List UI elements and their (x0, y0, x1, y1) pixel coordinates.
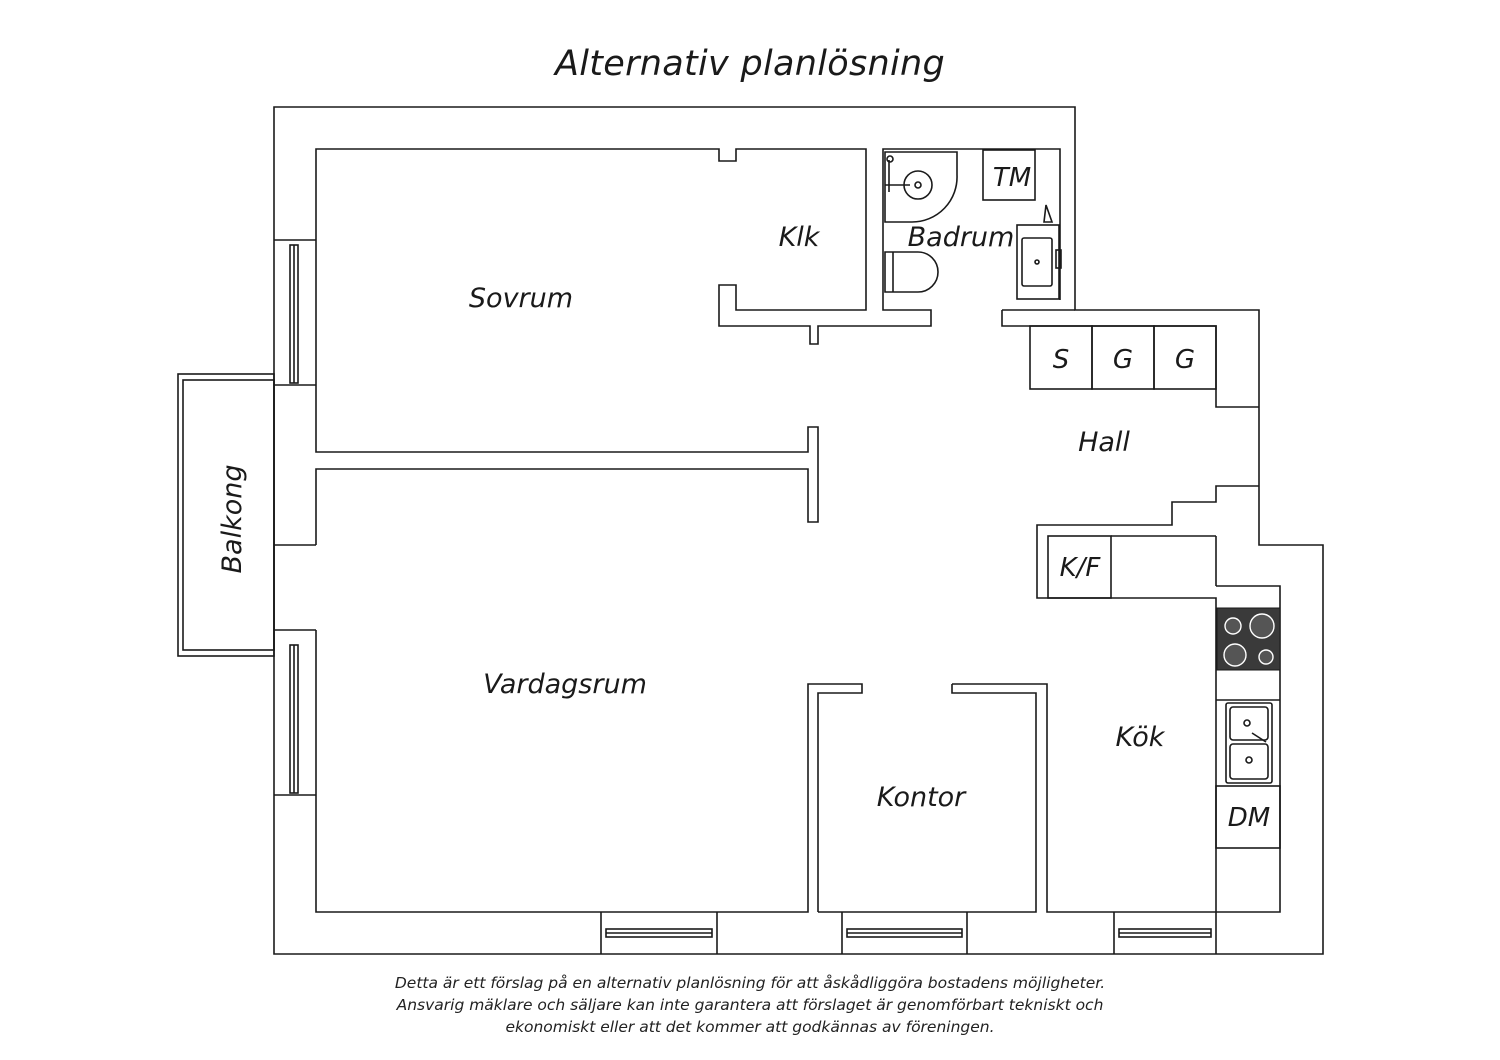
stove (1216, 607, 1281, 671)
kitchen-counter (1216, 585, 1281, 913)
disclaimer: Detta är ett förslag på en alternativ pl… (0, 972, 1500, 1038)
label-kf: K/F (1060, 553, 1102, 583)
label-s: S (1053, 345, 1070, 375)
disclaimer-line: Ansvarig mäklare och säljare kan inte ga… (396, 996, 1104, 1014)
dishwasher (1215, 785, 1281, 849)
balcony-inner (182, 379, 275, 651)
outer-wall (273, 106, 1324, 955)
label-klk: Klk (779, 222, 821, 253)
disclaimer-line: ekonomiskt eller att det kommer att godk… (505, 1018, 995, 1036)
hall-walls (952, 485, 1259, 913)
label-hall: Hall (1078, 427, 1130, 458)
label-badrum: Badrum (908, 222, 1015, 253)
label-sovrum: Sovrum (469, 283, 573, 314)
disclaimer-line: Detta är ett förslag på en alternativ pl… (394, 974, 1106, 992)
label-tm: TM (993, 163, 1031, 193)
fridge-freezer (1047, 535, 1112, 599)
storage-g2 (1153, 325, 1217, 390)
kontor-walls (818, 684, 1037, 913)
sovrum-walls (315, 148, 1061, 385)
label-vardagsrum: Vardagsrum (483, 669, 647, 700)
label-g2: G (1175, 345, 1195, 375)
kitchen-sink (1225, 702, 1273, 784)
left-wall (274, 239, 316, 796)
plan-title: Alternativ planlösning (554, 44, 946, 84)
label-balkong: Balkong (217, 465, 248, 574)
label-kok: Kök (1116, 722, 1166, 753)
washing-machine (982, 149, 1036, 201)
label-g1: G (1113, 345, 1133, 375)
partition-wall (315, 385, 819, 545)
bathroom-sink (1016, 224, 1060, 300)
shower (884, 151, 958, 223)
label-dm: DM (1228, 803, 1270, 833)
toilet (884, 251, 939, 293)
label-kontor: Kontor (877, 782, 967, 813)
vardagsrum-walls (315, 630, 863, 913)
